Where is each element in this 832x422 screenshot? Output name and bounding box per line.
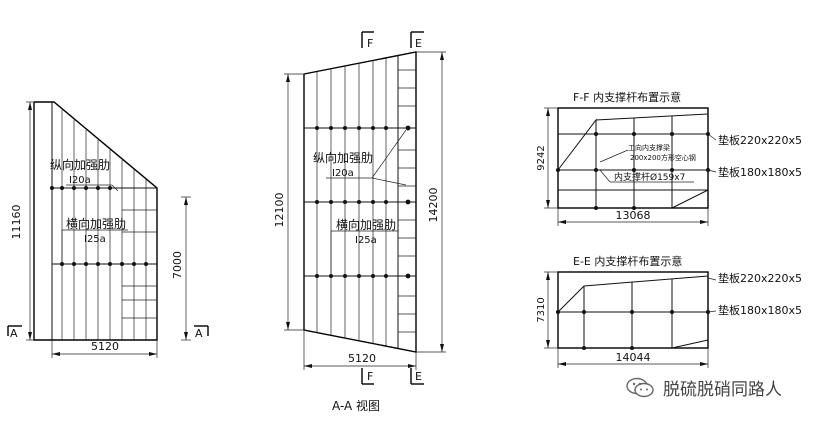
aa-width: 5120 [348,352,376,365]
aa-view-title: A-A 视图 [332,398,380,413]
ff-plate-large: 垫板220x220x5 [718,133,802,147]
aa-nodes [315,125,411,279]
left-elevation: 11160 7000 5120 纵向加强肋 I20a 横向加强肋 I25a A [7,101,209,358]
left-rib-trans-label: 横向加强肋 [66,216,126,231]
watermark: 脱硫脱硝同路人 [625,375,782,400]
section-marker-a-left: A [7,325,22,340]
ff-beam-label: 工向内支撑梁 [628,143,670,152]
ee-nodes [556,310,710,350]
ee-width: 14044 [616,351,651,364]
ff-detail: F-F 内支撑杆布置示意 工向内支撑梁 200x200方形空心钢 内支撑 [536,90,802,226]
aa-height-left: 12100 [273,193,286,228]
ff-width: 13068 [616,209,651,222]
section-marker-f-top: F [361,31,374,50]
left-height-lower: 7000 [171,251,184,279]
aa-rib-trans-spec: I25a [355,235,377,246]
left-rib-trans-spec: I25a [84,234,106,245]
ff-plate-small: 垫板180x180x5 [718,165,802,179]
left-vertical-ribs [61,110,147,340]
aa-rib-long-label: 纵向加强肋 [313,150,373,165]
left-rib-long-label: 纵向加强肋 [50,157,110,172]
left-rib-long-spec: I20a [69,175,91,186]
ee-title: E-E 内支撑杆布置示意 [573,254,682,268]
aa-view: 12100 14200 5120 纵向加强肋 I20a 横向加强肋 I25a A… [273,31,446,413]
svg-text:E: E [415,37,422,50]
ee-detail: E-E 内支撑杆布置示意 垫板220x220x5 垫板180x180x5 731… [536,254,802,368]
left-nodes [50,186,148,266]
ee-plate-large: 垫板220x220x5 [718,271,802,285]
ee-outline [557,271,709,349]
ff-height: 9242 [536,145,547,170]
svg-text:A: A [195,327,203,340]
svg-text:A: A [10,327,18,340]
ff-strut-label: 内支撑杆Ø159x7 [614,171,685,183]
aa-rib-long-spec: I20a [332,168,354,179]
svg-text:E: E [415,370,422,383]
section-marker-a-right: A [194,325,209,340]
ee-height: 7310 [536,297,547,322]
ee-plate-small: 垫板180x180x5 [718,303,802,317]
section-marker-e-bottom: E [410,368,424,385]
left-height-total: 11160 [10,205,23,240]
left-ladder-rungs [122,209,157,319]
aa-rib-trans-label: 横向加强肋 [336,217,396,232]
watermark-text: 脱硫脱硝同路人 [663,380,782,400]
svg-text:F: F [367,37,373,50]
aa-height-right: 14200 [427,188,440,223]
aa-right-column-rungs [398,69,416,333]
ff-beam-spec: 200x200方形空心钢 [630,153,696,162]
wechat-icon [626,377,654,397]
section-marker-e-top: E [410,31,424,50]
svg-text:F: F [367,370,373,383]
ff-nodes [556,132,710,210]
section-marker-f-bottom: F [361,368,374,385]
left-width: 5120 [91,340,119,353]
ff-title: F-F 内支撑杆布置示意 [573,90,681,104]
